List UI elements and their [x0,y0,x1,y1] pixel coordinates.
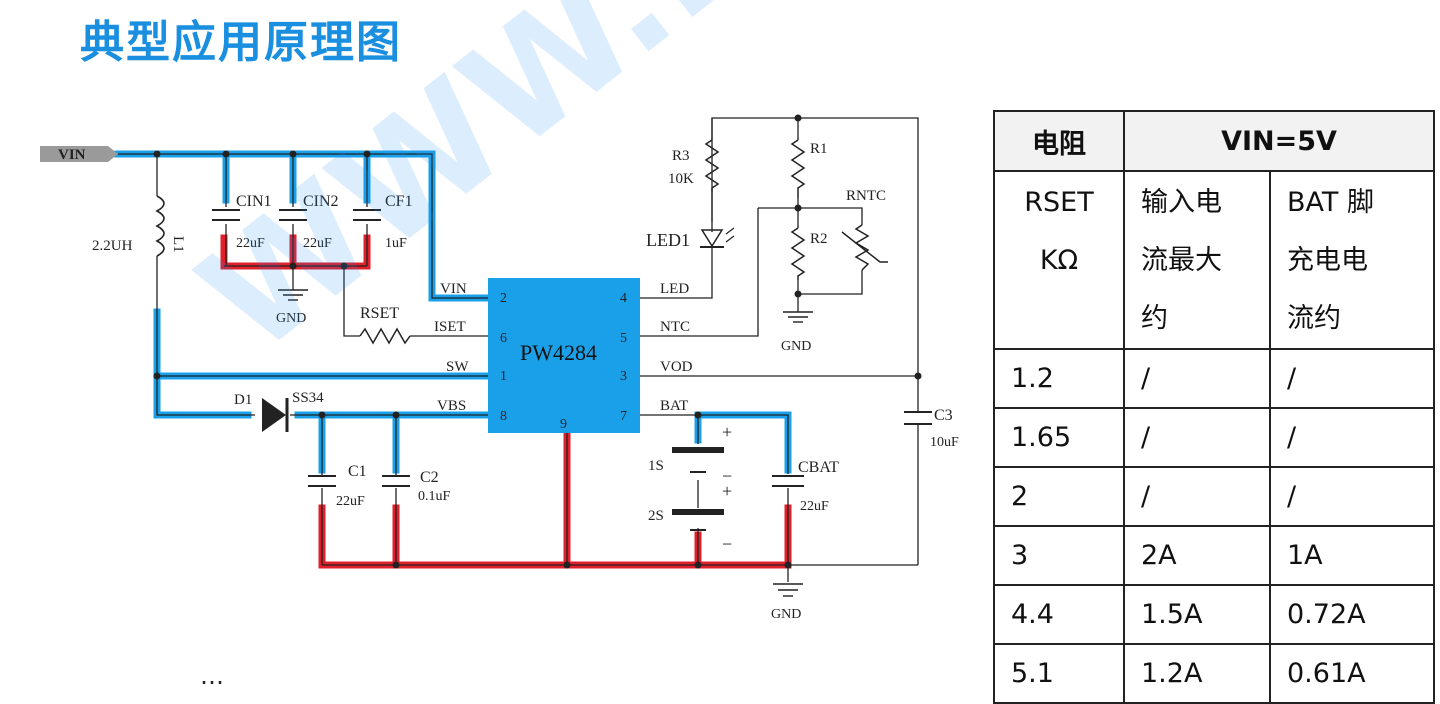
svg-text:VBS: VBS [437,398,466,414]
cf1-value: 1uF [385,236,407,251]
svg-text:NTC: NTC [660,319,690,335]
table-header-resistor: 电阻 [993,110,1125,172]
svg-text:L1: L1 [170,236,186,253]
battery-1s-label: 1S [648,458,664,474]
r3-resistor [704,139,720,192]
r2-label: R2 [810,231,828,247]
svg-text:+: + [722,422,732,442]
cin1-value: 22uF [236,236,265,251]
capacitors-input [212,209,381,221]
led1-diode [700,227,735,248]
junction-dots [153,114,922,569]
svg-text:VIN: VIN [440,281,467,297]
circuit-wires [118,117,919,582]
gnd-label-output: GND [771,607,801,622]
table-row: 1.2// [993,348,1435,409]
cbat-value: 22uF [800,499,829,514]
svg-text:ISET: ISET [434,319,466,335]
gnd-label-input: GND [276,311,306,326]
battery-2s-label: 2S [648,508,664,524]
inductor-l1: 2.2UH L1 [92,195,186,257]
c1-value: 22uF [336,494,365,509]
cf1-label: CF1 [385,193,413,210]
rntc-thermistor [841,224,888,271]
ic-pin-labels: VIN ISET SW VBS LED NTC VOD BAT [434,281,693,414]
svg-text:8: 8 [500,409,507,424]
table-row: 1.65// [993,407,1435,468]
svg-text:VIN: VIN [58,147,86,163]
gnd-label-ntc: GND [781,339,811,354]
c3-value: 10uF [930,435,959,450]
svg-text:+: + [722,481,732,501]
r3-label: R3 [672,148,690,164]
svg-text:2.2UH: 2.2UH [92,238,133,254]
table-header-vin: VIN=5V [1123,110,1435,172]
led1-label: LED1 [646,230,690,250]
table-header-row: 电阻 VIN=5V [993,110,1435,172]
r1-label: R1 [810,141,828,157]
ground-symbol-output [773,583,803,597]
table-row: 2// [993,466,1435,527]
rset-resistor [359,327,411,345]
capacitor-cbat [772,475,804,487]
r2-resistor [790,227,806,280]
ground-symbol-input [278,289,308,301]
svg-text:1: 1 [500,369,507,384]
diode-d1 [262,398,289,432]
page-title: 典型应用原理图 [80,17,402,68]
ic-name: PW4284 [520,340,597,365]
rntc-label: RNTC [846,188,886,204]
svg-text:−: − [722,534,732,554]
schematic-diagram: VIN 2.2UH L1 CIN1 22uF CIN2 22uF CF1 1uF… [40,114,959,622]
svg-text:4: 4 [620,291,627,306]
c2-value: 0.1uF [418,489,451,504]
c3-label: C3 [934,407,953,424]
battery-cells [672,447,724,531]
capacitors-vbs [308,475,410,487]
r1-resistor [790,139,806,198]
cbat-label: CBAT [798,459,839,476]
d1-value: SS34 [292,390,324,406]
cin2-label: CIN2 [303,193,339,210]
svg-text:9: 9 [560,417,567,432]
cin2-value: 22uF [303,236,332,251]
vin-terminal: VIN [40,146,118,163]
svg-text:6: 6 [500,331,507,346]
capacitor-c3 [904,411,932,425]
cin1-label: CIN1 [236,193,272,210]
svg-text:2: 2 [500,291,507,306]
c1-label: C1 [348,463,367,480]
svg-text:SW: SW [446,359,469,375]
svg-text:5: 5 [620,331,627,346]
svg-text:3: 3 [620,369,627,384]
ground-symbol-ntc [783,311,813,323]
svg-text:VOD: VOD [660,359,693,375]
d1-label: D1 [234,392,252,408]
svg-text:−: − [722,466,732,486]
svg-text:LED: LED [660,281,689,297]
r3-value: 10K [668,171,694,187]
blue-highlight-traces [114,150,792,474]
c2-label: C2 [420,469,439,486]
footer-text-partial: … [200,662,224,690]
svg-text:BAT: BAT [660,398,688,414]
ic-pw4284 [488,278,640,433]
rset-label: RSET [360,305,399,322]
svg-text:7: 7 [620,409,627,424]
